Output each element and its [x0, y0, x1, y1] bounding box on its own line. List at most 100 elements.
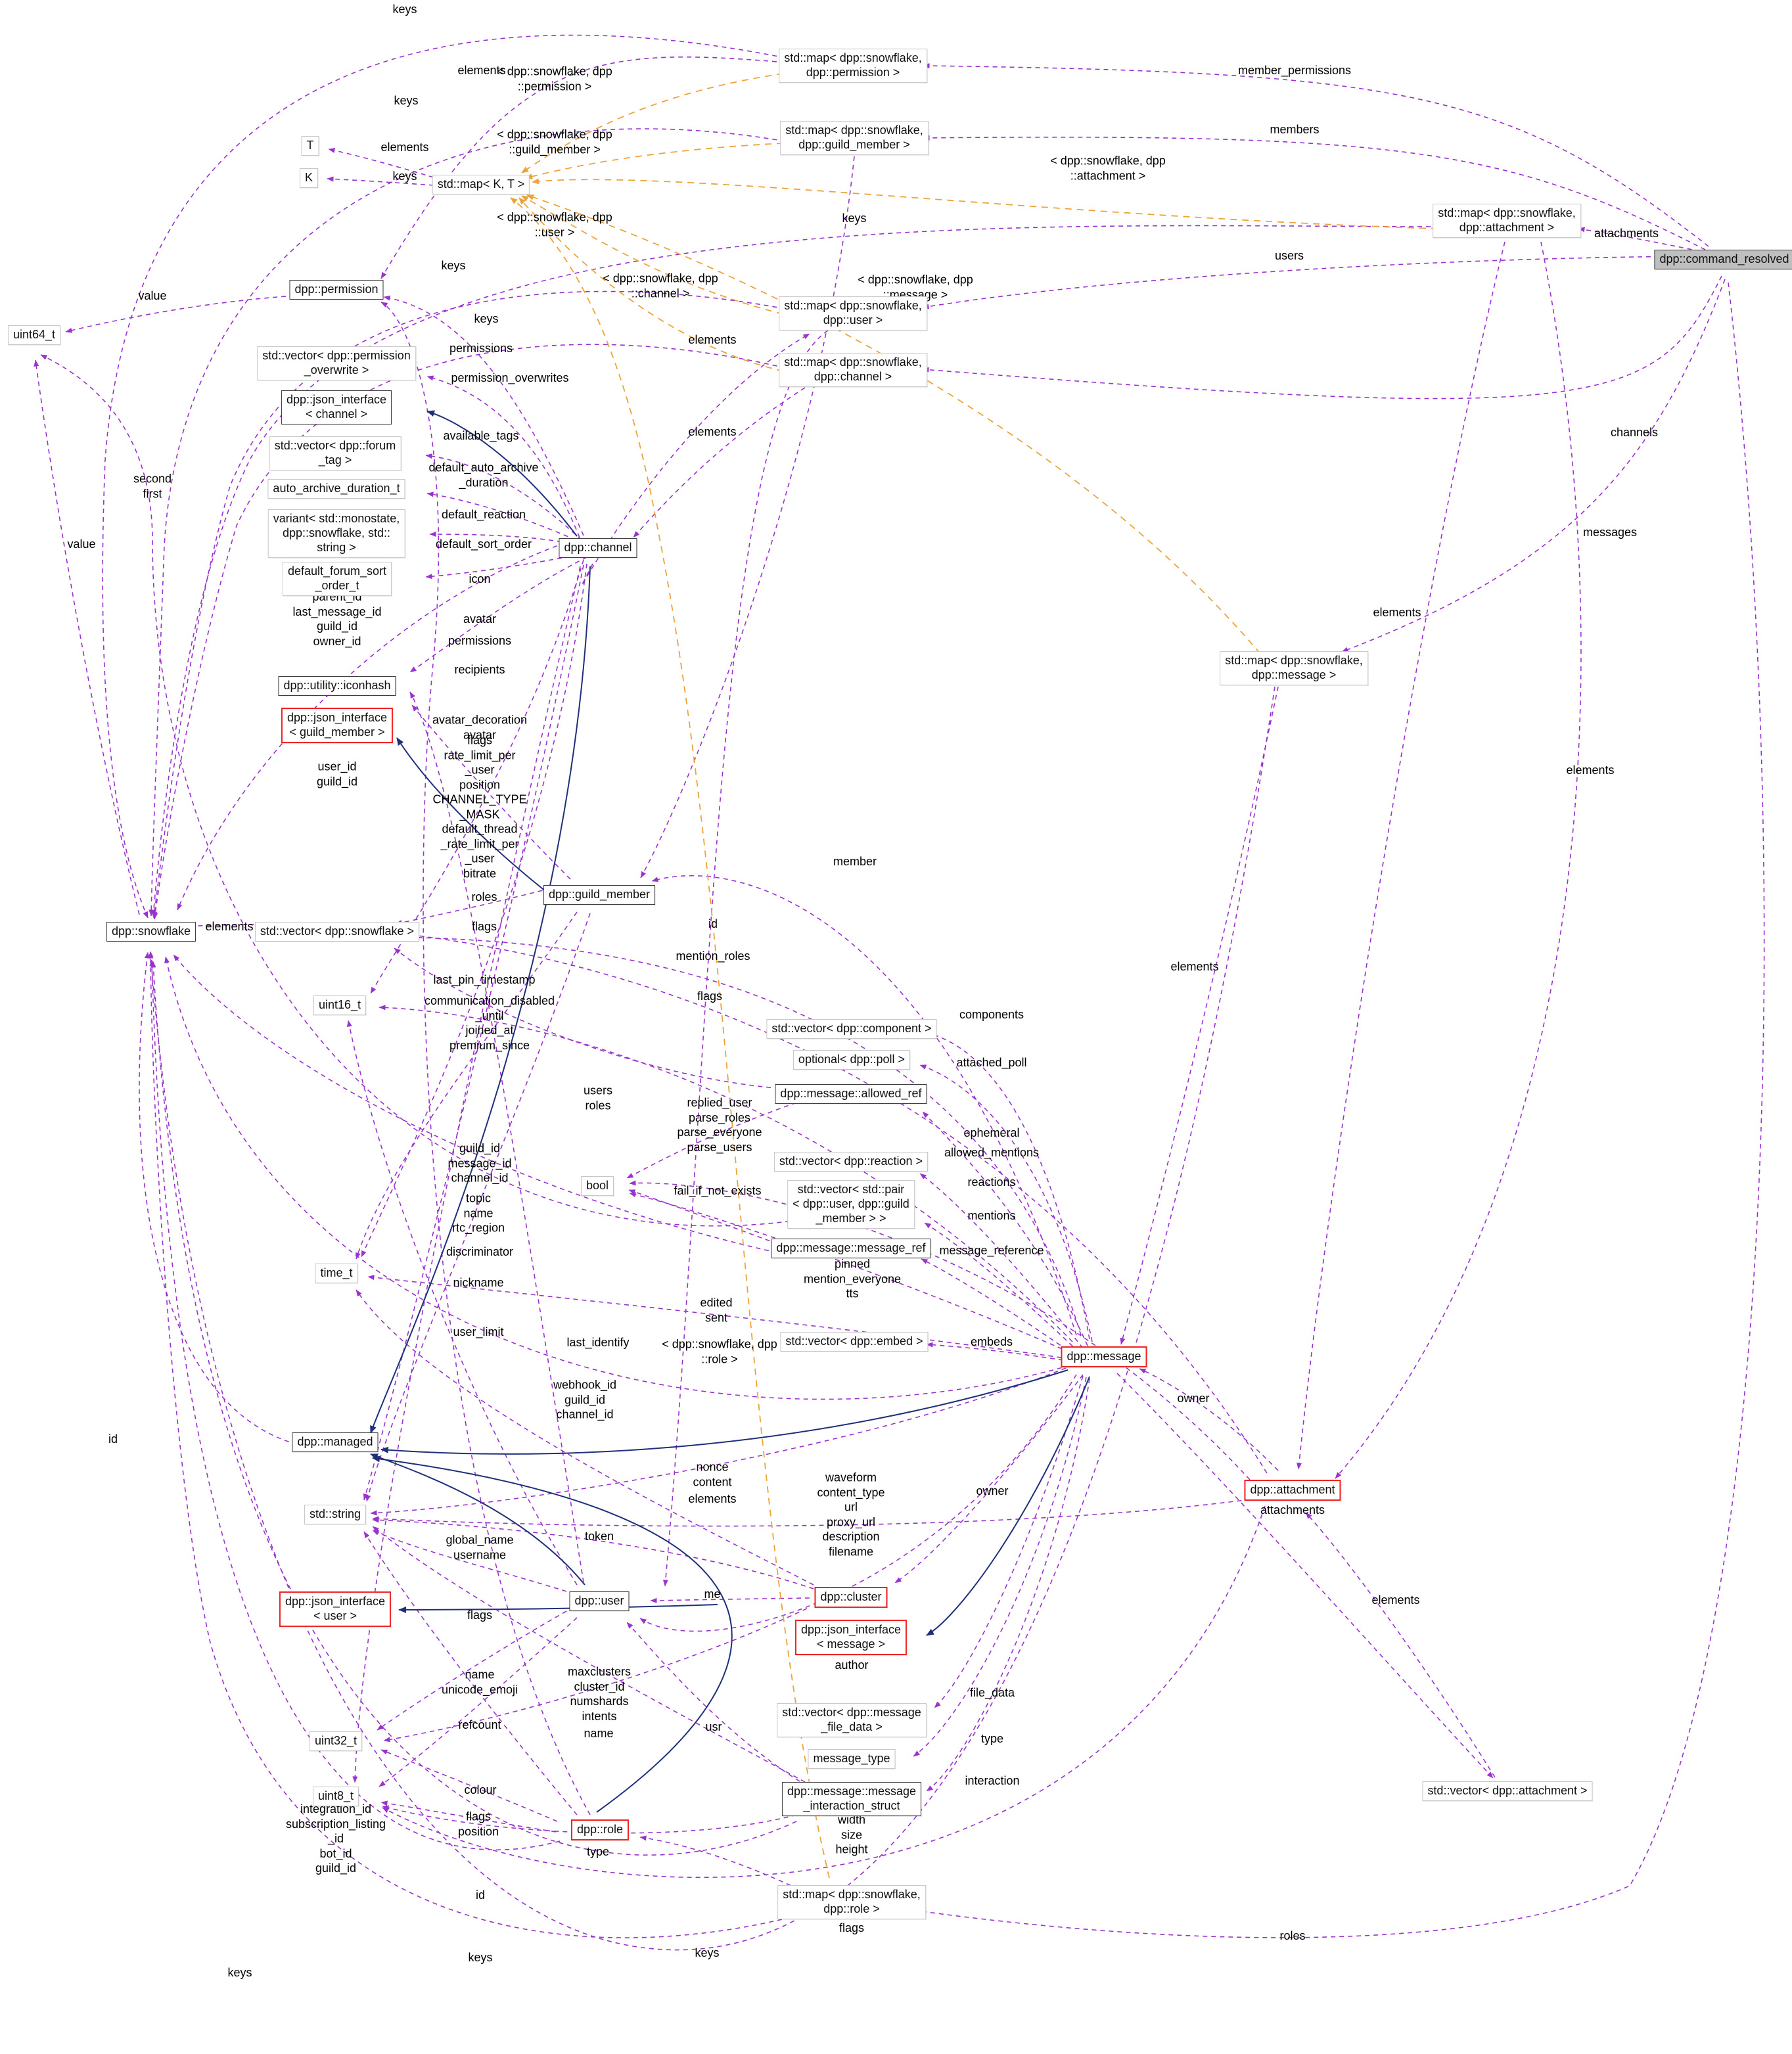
- usage-edge: [629, 1192, 1070, 1353]
- class-node-ji_msg[interactable]: dpp::json_interface < message >: [794, 1620, 907, 1655]
- class-node-string[interactable]: std::string: [304, 1505, 367, 1524]
- class-node-t[interactable]: T: [301, 136, 319, 156]
- class-node-mis[interactable]: dpp::message::message _interaction_struc…: [781, 1782, 922, 1816]
- class-node-guild_member[interactable]: dpp::guild_member: [543, 885, 656, 905]
- usage-edge: [1305, 1512, 1496, 1778]
- template-instantiation-edge: [518, 197, 784, 372]
- usage-edge: [356, 911, 578, 1260]
- class-node-permission[interactable]: dpp::permission: [289, 280, 384, 300]
- class-node-user[interactable]: dpp::user: [569, 1591, 630, 1611]
- template-instantiation-edge: [526, 194, 1261, 654]
- usage-edge: [907, 282, 1765, 1938]
- class-node-managed[interactable]: dpp::managed: [292, 1432, 379, 1452]
- class-node-map_user[interactable]: std::map< dpp::snowflake, dpp::user >: [779, 296, 927, 331]
- usage-edge: [356, 1289, 814, 1586]
- class-node-vec_ft[interactable]: std::vector< dpp::forum _tag >: [269, 436, 402, 470]
- class-node-aad[interactable]: auto_archive_duration_t: [267, 479, 405, 499]
- usage-edge: [372, 1526, 806, 1783]
- usage-edge: [152, 344, 786, 920]
- class-node-time_t[interactable]: time_t: [315, 1264, 358, 1283]
- usage-edge: [175, 924, 1268, 1474]
- usage-edge: [383, 295, 584, 536]
- class-node-map_att[interactable]: std::map< dpp::snowflake, dpp::attachmen…: [1433, 204, 1581, 238]
- class-node-message[interactable]: dpp::message: [1061, 1346, 1147, 1367]
- class-node-iconhash[interactable]: dpp::utility::iconhash: [278, 676, 396, 696]
- class-node-opt_poll[interactable]: optional< dpp::poll >: [793, 1050, 911, 1070]
- template-instantiation-edge: [521, 73, 784, 173]
- usage-edge: [633, 387, 806, 538]
- class-node-vec_comp[interactable]: std::vector< dpp::component >: [766, 1019, 937, 1039]
- usage-edge: [372, 1499, 1251, 1527]
- usage-edge: [639, 1374, 1077, 1632]
- usage-edge: [65, 295, 295, 333]
- usage-edge: [383, 1608, 808, 1743]
- usage-edge: [425, 453, 582, 541]
- usage-edge: [346, 1020, 578, 1586]
- usage-edge: [913, 1377, 1087, 1757]
- inheritance-edge: [426, 410, 578, 537]
- inheritance-edge: [380, 1369, 1068, 1455]
- class-node-cr: dpp::command_resolved: [1654, 250, 1792, 269]
- usage-edge: [327, 176, 434, 186]
- usage-edge: [380, 57, 786, 279]
- class-node-uint64[interactable]: uint64_t: [7, 325, 61, 345]
- usage-edge: [150, 961, 797, 1856]
- usage-edge: [924, 1222, 1080, 1353]
- usage-edge: [1341, 279, 1726, 652]
- class-node-ji_chan[interactable]: dpp::json_interface < channel >: [281, 390, 392, 424]
- usage-edge: [40, 354, 808, 1227]
- usage-edge: [662, 330, 829, 1587]
- usage-edge: [626, 1622, 808, 1787]
- usage-edge: [1139, 1368, 1279, 1471]
- class-node-vec_snow[interactable]: std::vector< dpp::snowflake >: [254, 922, 420, 942]
- class-node-uint32[interactable]: uint32_t: [309, 1731, 363, 1751]
- usage-edge: [894, 1374, 1084, 1584]
- class-node-k[interactable]: K: [299, 168, 319, 188]
- class-node-ji_user[interactable]: dpp::json_interface < user >: [279, 1591, 392, 1627]
- template-instantiation-edge: [521, 195, 784, 315]
- class-node-uint8[interactable]: uint8_t: [312, 1787, 359, 1806]
- class-node-cluster[interactable]: dpp::cluster: [814, 1587, 888, 1608]
- inheritance-edge: [370, 566, 591, 1434]
- class-node-role[interactable]: dpp::role: [570, 1819, 630, 1840]
- usage-edge: [923, 63, 1709, 247]
- class-node-map_kt[interactable]: std::map< K, T >: [432, 175, 530, 194]
- class-node-vec_react[interactable]: std::vector< dpp::reaction >: [773, 1152, 929, 1172]
- class-node-allowed_ref[interactable]: dpp::message::allowed_ref: [775, 1084, 927, 1104]
- class-node-vec_pair[interactable]: std::vector< std::pair < dpp::user, dpp:…: [787, 1180, 915, 1229]
- class-node-map_gm[interactable]: std::map< dpp::snowflake, dpp::guild_mem…: [780, 121, 929, 155]
- class-node-map_chan[interactable]: std::map< dpp::snowflake, dpp::channel >: [779, 353, 927, 387]
- class-node-bool[interactable]: bool: [580, 1176, 614, 1196]
- usage-edge: [149, 128, 786, 917]
- inheritance-edge: [372, 1455, 733, 1813]
- usage-edge: [926, 1342, 1064, 1361]
- class-node-vec_mfd[interactable]: std::vector< dpp::message _file_data >: [777, 1703, 927, 1737]
- usage-edge: [148, 686, 1275, 1951]
- class-node-variant[interactable]: variant< std::monostate, dpp::snowflake,…: [267, 509, 405, 558]
- class-node-map_role[interactable]: std::map< dpp::snowflake, dpp::role >: [777, 1885, 926, 1919]
- usage-edge: [379, 1005, 1073, 1342]
- class-node-uint16[interactable]: uint16_t: [313, 995, 367, 1015]
- class-node-attachment[interactable]: dpp::attachment: [1244, 1480, 1341, 1501]
- usage-edge: [640, 156, 855, 879]
- class-node-vec_po[interactable]: std::vector< dpp::permission _overwrite …: [257, 346, 416, 380]
- class-node-message_type[interactable]: message_type: [808, 1749, 896, 1769]
- class-node-map_perm[interactable]: std::map< dpp::snowflake, dpp::permissio…: [779, 49, 927, 83]
- inheritance-edge: [926, 1376, 1090, 1636]
- class-node-snowflake[interactable]: dpp::snowflake: [106, 922, 196, 942]
- class-node-message_ref[interactable]: dpp::message::message_ref: [771, 1239, 931, 1258]
- usage-edge: [409, 691, 584, 1583]
- class-node-map_msg[interactable]: std::map< dpp::snowflake, dpp::message >: [1220, 651, 1368, 685]
- usage-edge: [639, 1835, 799, 1890]
- class-node-vec_att[interactable]: std::vector< dpp::attachment >: [1422, 1781, 1593, 1801]
- usage-edge: [922, 1111, 1088, 1346]
- usage-edge: [626, 1102, 797, 1179]
- class-node-ji_gm[interactable]: dpp::json_interface < guild_member >: [281, 708, 394, 743]
- class-node-channel[interactable]: dpp::channel: [559, 538, 637, 558]
- usage-edge: [581, 333, 810, 586]
- usage-edge: [380, 1800, 557, 1833]
- class-node-vec_embed[interactable]: std::vector< dpp::embed >: [780, 1332, 929, 1352]
- usage-edge: [919, 1064, 1093, 1342]
- class-node-dfso[interactable]: default_forum_sort _order_t: [282, 562, 392, 596]
- usage-edge: [150, 225, 1440, 917]
